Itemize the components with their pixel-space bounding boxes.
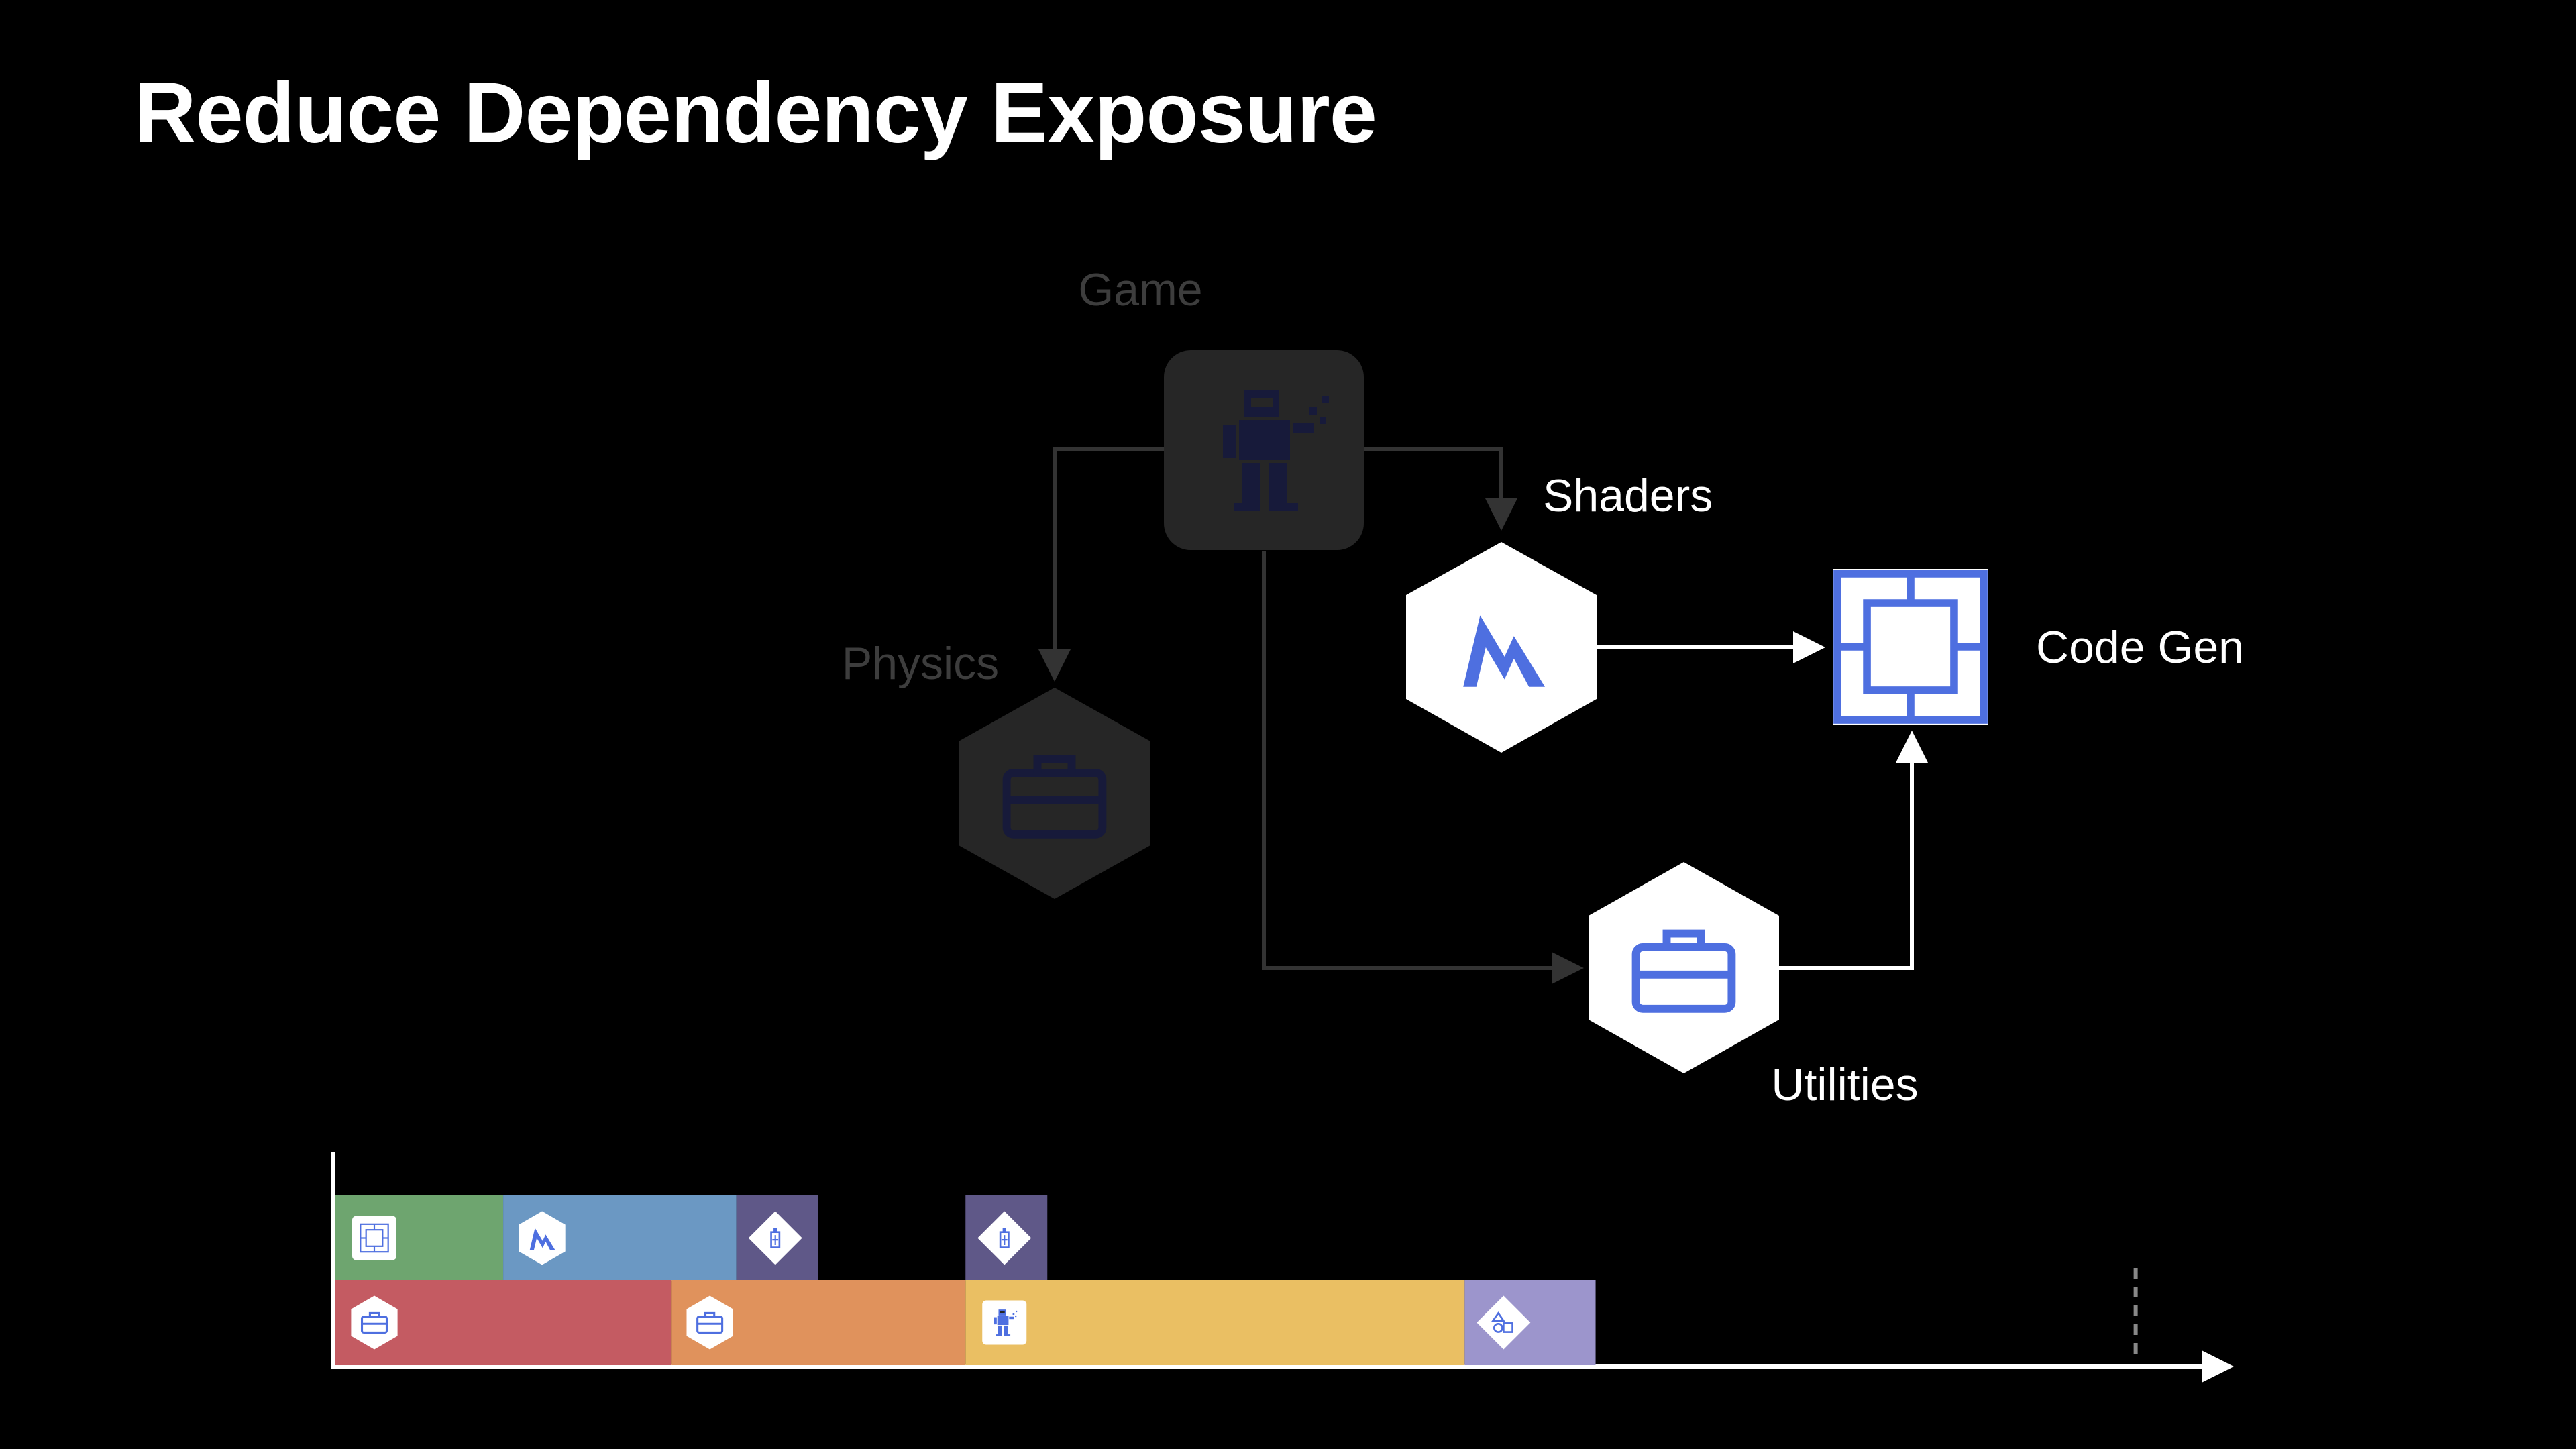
edge-game-to-shaders <box>1364 449 1501 527</box>
timeline-bar-code-gen <box>335 1195 503 1281</box>
node-physics-label: Physics <box>842 638 999 689</box>
edge-game-to-physics <box>1055 449 1164 678</box>
timeline-bar-game <box>965 1280 1464 1365</box>
node-code-gen-label: Code Gen <box>2036 622 2244 673</box>
game-character-icon <box>982 1301 1026 1345</box>
timeline-bar-shaders <box>503 1195 737 1281</box>
timeline-bar-link <box>737 1195 818 1281</box>
node-shaders-label: Shaders <box>1543 470 1713 521</box>
code-gen-icon <box>352 1216 396 1260</box>
node-physics: Physics <box>842 638 1150 899</box>
node-utilities-label: Utilities <box>1771 1059 1918 1110</box>
timeline-bar-utilities <box>671 1280 965 1365</box>
node-shaders: Shaders <box>1406 470 1713 753</box>
node-utilities: Utilities <box>1589 862 1919 1110</box>
build-timeline <box>331 1152 2226 1368</box>
timeline-bar-link <box>965 1195 1047 1281</box>
edge-utilities-to-code-gen <box>1779 735 1912 968</box>
timeline-lanes <box>335 1195 1596 1365</box>
node-game-label: Game <box>1078 264 1202 315</box>
timeline-bar-app <box>1464 1280 1595 1365</box>
node-code-gen: Code Gen <box>1833 569 2244 724</box>
node-game: Game <box>1078 264 1364 550</box>
timeline-bar-physics <box>335 1280 671 1365</box>
